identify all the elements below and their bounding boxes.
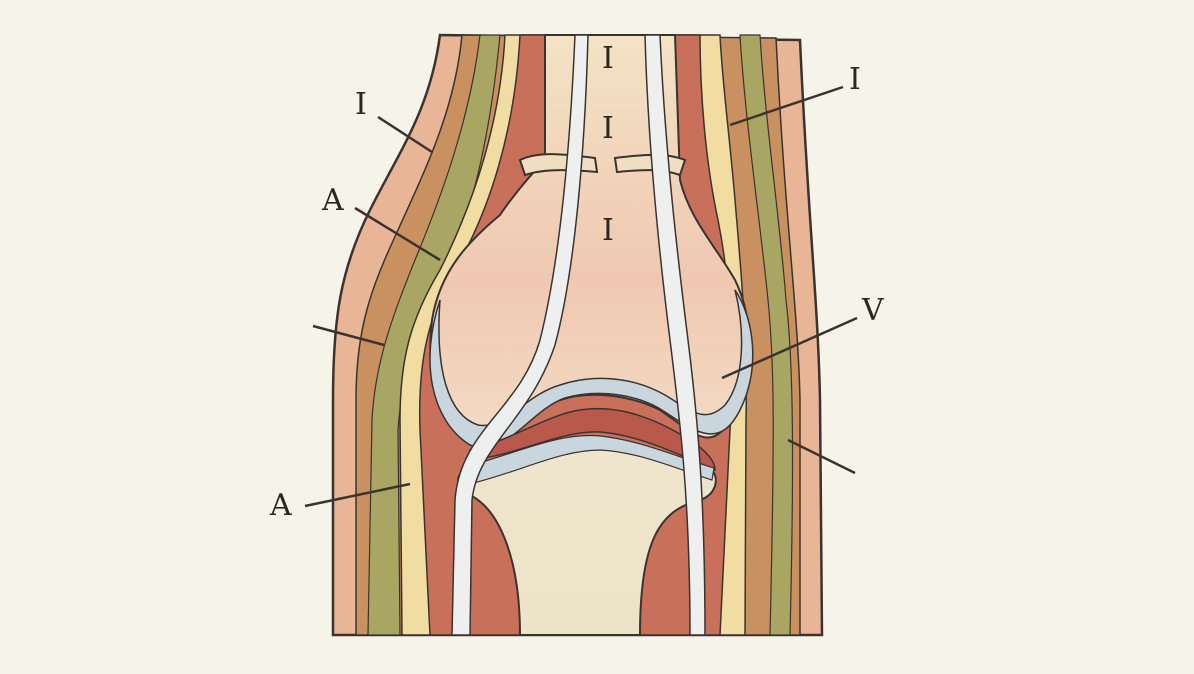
leader-line — [729, 85, 844, 127]
tibial-cartilage — [461, 434, 715, 486]
leader-line — [787, 438, 856, 475]
label-top-right: I — [849, 62, 861, 97]
label-left-lower: A — [270, 488, 292, 523]
label-right-middle: V — [862, 293, 884, 328]
label-center-lower: I — [602, 213, 614, 248]
leader-lines — [304, 85, 858, 508]
ligament-right — [644, 34, 706, 636]
label-left-upper: A — [322, 183, 344, 218]
label-center-top: I — [602, 41, 614, 76]
label-top-left: I — [355, 87, 367, 122]
leader-line — [312, 324, 385, 347]
joint-space — [469, 407, 716, 472]
leader-line — [377, 115, 433, 154]
ligament-left — [451, 34, 589, 636]
leader-line — [354, 206, 441, 262]
tendon-right — [739, 34, 794, 636]
leader-line — [721, 316, 858, 380]
leader-line — [304, 482, 411, 508]
label-center-middle: I — [602, 111, 614, 146]
